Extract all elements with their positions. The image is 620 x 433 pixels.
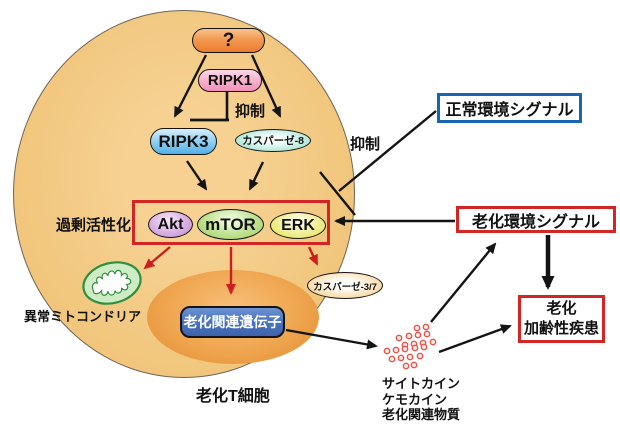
label-inhibition-top: 抑制 [235, 103, 266, 120]
secreted-molecule-dot [397, 354, 405, 362]
secreted-molecule-dot [413, 324, 421, 332]
node-mtor: mTOR [197, 209, 264, 240]
secreted-molecule-dot [419, 339, 427, 347]
secreted-molecule-dot [414, 331, 422, 339]
arrow-secreted-to-aging-signal [430, 242, 497, 323]
secreted-molecule-dot [410, 361, 418, 369]
secreted-molecule-dot [392, 346, 400, 354]
arrow-secreted-to-disease [438, 324, 512, 354]
aging-disease-line2: 加齢性疾患 [523, 320, 599, 337]
secreted-molecule-dot [406, 353, 414, 361]
label-abnormal-mitochondria: 異常ミトコンドリア [24, 309, 142, 324]
node-unknown-stimulus: ? [192, 28, 265, 53]
secreted-molecule-dot [420, 343, 428, 351]
label-hyperactivation: 過剰活性化 [56, 217, 132, 234]
secreted-molecule-dot [388, 355, 396, 363]
aging-disease-box: 老化 加齢性疾患 [518, 295, 605, 343]
secreted-molecule-dot [422, 323, 430, 331]
node-senescence-genes: 老化関連遺伝子 [180, 306, 285, 338]
secreted-molecule-dot [401, 345, 409, 353]
aging-environment-signal-box: 老化環境シグナル [456, 206, 616, 233]
label-chemokine: ケモカイン [382, 391, 448, 407]
node-akt: Akt [148, 211, 193, 238]
secreted-molecule-dot [423, 330, 431, 338]
secreted-molecule-dot [383, 347, 391, 355]
normal-environment-signal-box: 正常環境シグナル [437, 93, 582, 123]
secreted-molecule-dot [401, 341, 409, 349]
label-cytokine: サイトカイン [382, 376, 461, 391]
secreted-molecule-dot [395, 334, 403, 342]
label-secreted-factors: サイトカイン ケモカイン 老化関連物質 [382, 376, 460, 423]
label-senescent-t-cell: 老化T細胞 [196, 388, 270, 405]
secreted-molecule-dot [411, 344, 419, 352]
node-ripk1: RIPK1 [198, 69, 262, 92]
label-inhibition-right: 抑制 [350, 136, 381, 153]
node-caspase8: カスパーゼ-8 [235, 129, 311, 152]
secreted-molecule-dot [410, 340, 418, 348]
node-ripk3: RIPK3 [150, 128, 217, 155]
secreted-molecule-dot [402, 362, 410, 370]
secreted-molecule-dot [429, 338, 437, 346]
kinase-complex-box [132, 200, 330, 245]
node-erk: ERK [270, 212, 326, 239]
secreted-molecules [383, 323, 437, 370]
label-aging-related-substances: 老化関連物質 [382, 407, 461, 422]
secreted-molecule-dot [405, 332, 413, 340]
secreted-molecule-dot [416, 352, 424, 360]
node-caspase37: カスパーゼ-3/7 [307, 272, 383, 299]
aging-disease-line1: 老化 [546, 300, 577, 317]
